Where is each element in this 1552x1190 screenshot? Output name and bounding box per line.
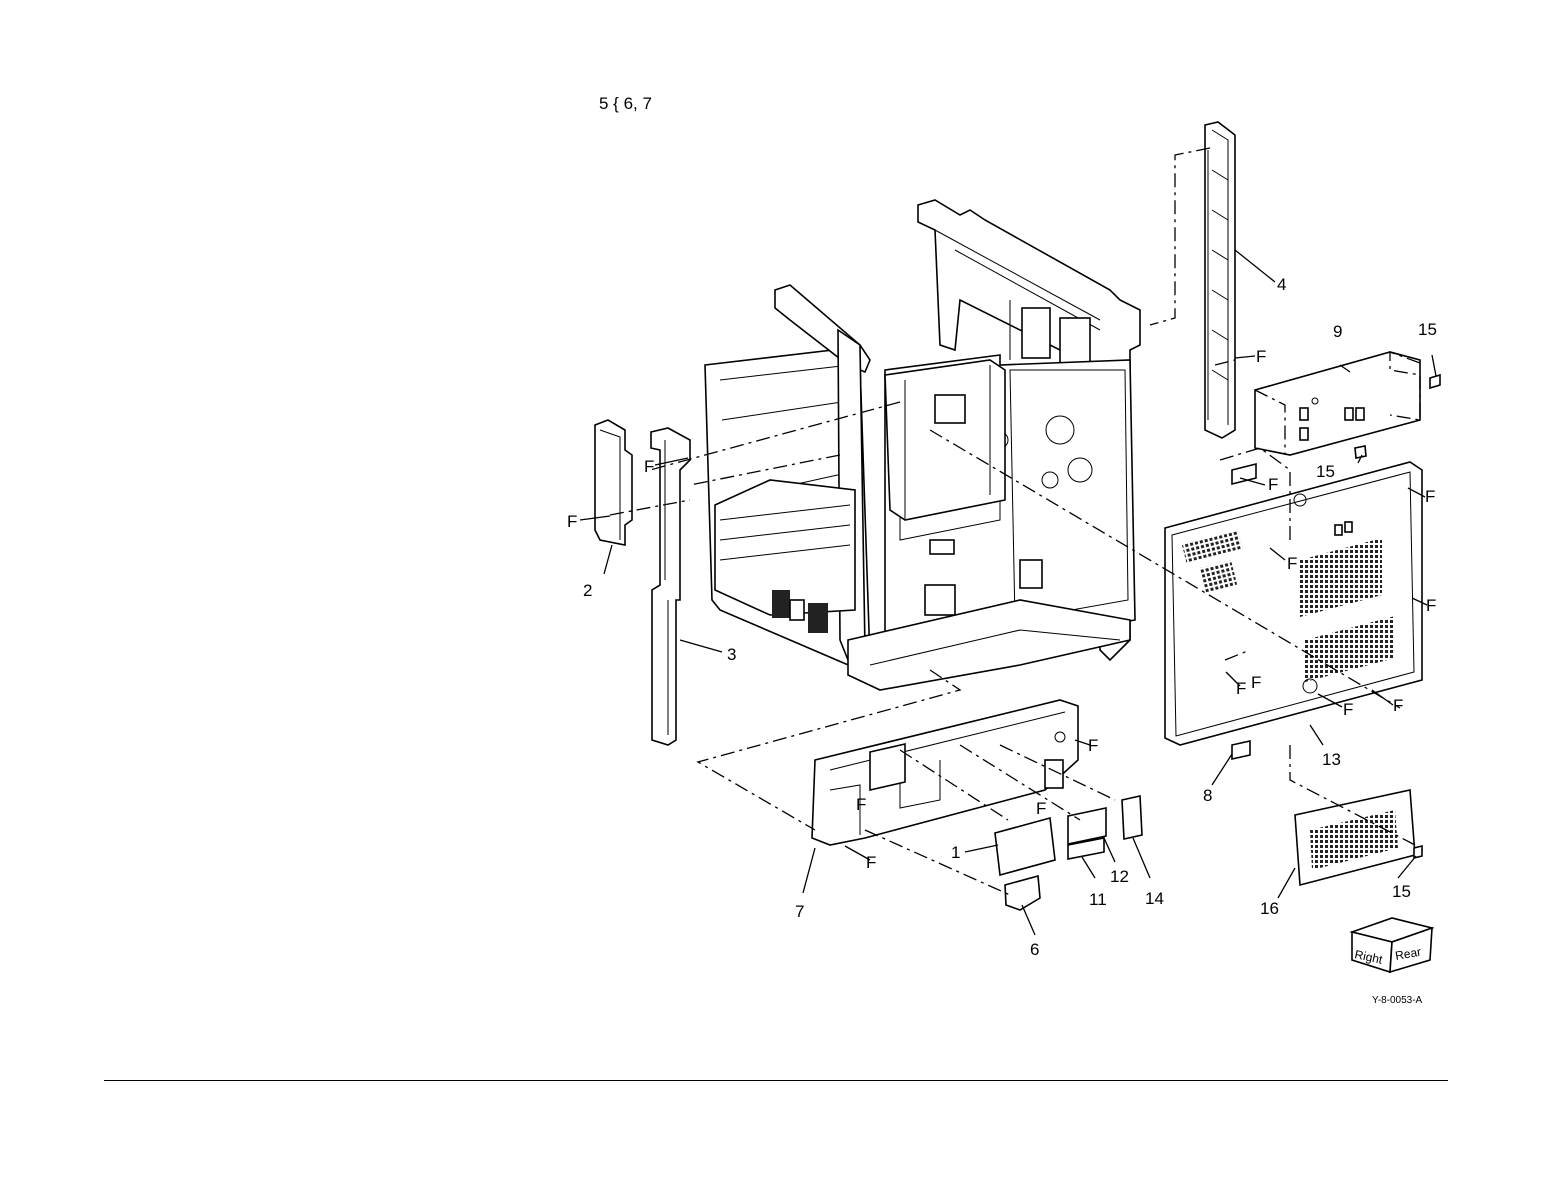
callout-6: 6 (1030, 940, 1039, 959)
fastener-f: F (856, 795, 866, 814)
fastener-f: F (567, 512, 577, 531)
callout-2: 2 (583, 581, 592, 600)
callout-12: 12 (1110, 867, 1129, 886)
part-4-rail (1205, 122, 1235, 438)
part-16-panel (1295, 790, 1415, 885)
callout-11: 11 (1089, 890, 1107, 909)
callout-7: 7 (795, 902, 804, 921)
part-1-cover (995, 818, 1055, 875)
fastener-f: F (1425, 487, 1435, 506)
part-9-plate (1255, 352, 1420, 455)
fastener-f: F (1251, 673, 1261, 692)
fastener-f: F (1393, 696, 1403, 715)
part-2-cover (595, 420, 632, 545)
fastener-f: F (1287, 554, 1297, 573)
callout-4: 4 (1277, 275, 1286, 294)
callout-15-mid: 15 (1316, 462, 1335, 481)
fastener-f: F (866, 853, 876, 872)
fastener-f: F (1268, 475, 1278, 494)
fastener-f: F (1343, 700, 1353, 719)
callout-15-top: 15 (1418, 320, 1437, 339)
fastener-f: F (1088, 736, 1098, 755)
fastener-f: F (1036, 799, 1046, 818)
orientation-cube: Right Rear (1352, 918, 1432, 972)
callout-9: 9 (1333, 322, 1342, 341)
fastener-f: F (1236, 679, 1246, 698)
callout-14: 14 (1145, 889, 1164, 908)
fastener-f: F (644, 457, 654, 476)
part-8-clip (1232, 741, 1250, 759)
fastener-f: F (1256, 347, 1266, 366)
callout-13: 13 (1322, 750, 1341, 769)
callout-16: 16 (1260, 899, 1279, 918)
fastener-f: F (1426, 596, 1436, 615)
figure-id: Y-8-0053-A (1372, 995, 1422, 1006)
callout-8: 8 (1203, 786, 1212, 805)
callout-3: 3 (727, 645, 736, 664)
callout-15-bottom: 15 (1392, 882, 1411, 901)
callout-1: 1 (951, 843, 960, 862)
main-frame-assembly (705, 200, 1140, 690)
part-13-rear-cover (1165, 462, 1422, 745)
part-3-cover (651, 428, 690, 745)
footer-rule (104, 1080, 1448, 1081)
part-14-label (1122, 796, 1142, 839)
